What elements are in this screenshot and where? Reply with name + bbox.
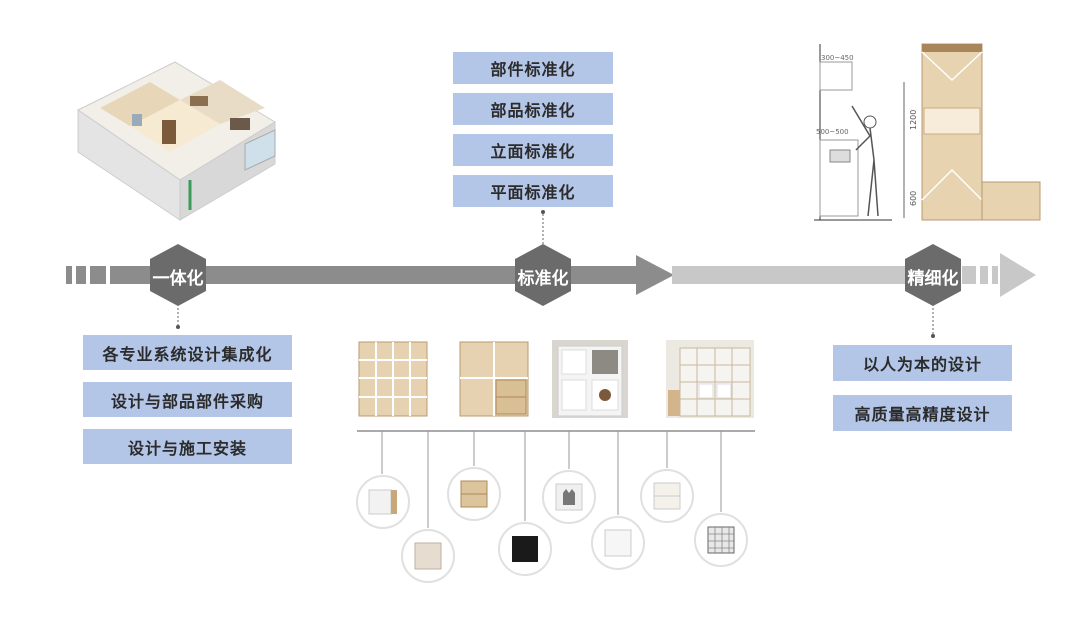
timeline-dash — [992, 266, 998, 284]
stage-label-standardization: 标准化 — [517, 269, 569, 289]
insert-fabric-icon — [401, 529, 455, 583]
apartment-plan-image — [77, 61, 276, 221]
timeline-arrowhead — [636, 255, 674, 295]
refinement-item: 高质量高精度设计 — [833, 395, 1012, 431]
timeline-dash — [76, 266, 86, 284]
timeline-dash — [980, 266, 988, 284]
connector-dot — [541, 210, 545, 214]
stage-hexagon — [150, 244, 206, 306]
insert-white-drawer-icon — [640, 469, 694, 523]
timeline-arrowhead-light — [1000, 253, 1036, 297]
shelf-room-image — [666, 340, 754, 418]
insert-black-icon — [498, 522, 552, 576]
standardization-item: 部件标准化 — [453, 52, 613, 84]
connector-dot — [931, 334, 935, 338]
timeline-bar-light — [672, 266, 958, 284]
shelf-white-inserts-image — [552, 340, 628, 418]
integration-item: 设计与施工安装 — [83, 429, 292, 464]
timeline-dash — [90, 266, 106, 284]
timeline-dash — [66, 266, 72, 284]
shelf-4x4-image — [358, 341, 428, 417]
connector-dot — [176, 325, 180, 329]
timeline-bar — [110, 266, 638, 284]
insert-cat-house-icon — [542, 470, 596, 524]
standardization-item: 立面标准化 — [453, 134, 613, 166]
shelf-2x2-image — [459, 341, 529, 417]
standardization-item: 部品标准化 — [453, 93, 613, 125]
insert-wood-white-icon — [356, 475, 410, 529]
standardization-item: 平面标准化 — [453, 175, 613, 207]
stage-label-refinement: 精细化 — [907, 269, 959, 289]
integration-item: 各专业系统设计集成化 — [83, 335, 292, 370]
integration-item: 设计与部品部件采购 — [83, 382, 292, 417]
stage-label-integration: 一体化 — [152, 269, 204, 289]
insert-drawer-wood-icon — [447, 467, 501, 521]
insert-white-box-icon — [591, 516, 645, 570]
timeline-dash — [962, 266, 976, 284]
dimension-text: 1200 — [909, 110, 918, 130]
kitchen-dimension-drawing: 300~450 500~500 1200 600 — [814, 43, 1041, 221]
refinement-item: 以人为本的设计 — [833, 345, 1012, 381]
insert-wire-basket-icon — [694, 513, 748, 567]
stage-hexagon — [515, 244, 571, 306]
stage-hexagon — [905, 244, 961, 306]
dimension-text: 300~450 — [821, 54, 854, 62]
dimension-text: 600 — [909, 191, 918, 206]
dimension-text: 500~500 — [816, 128, 849, 136]
